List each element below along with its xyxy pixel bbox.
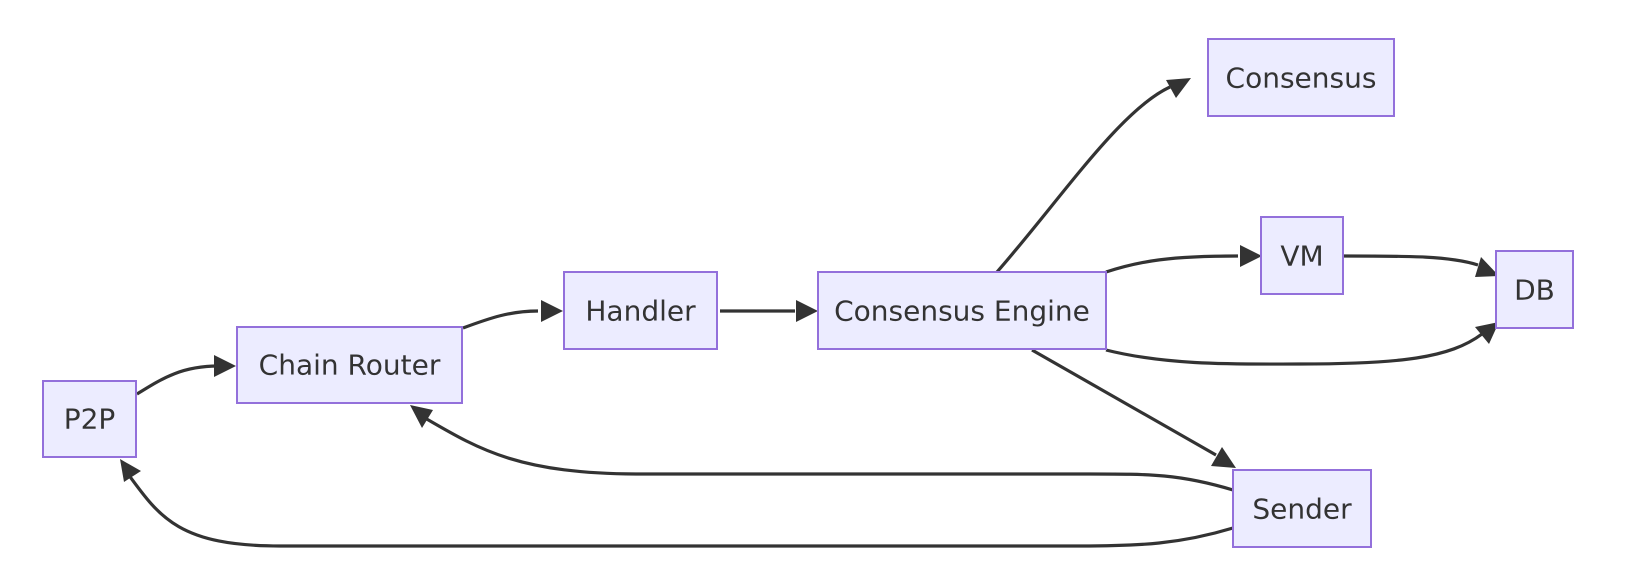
node-consensus-engine[interactable]: Consensus Engine	[817, 271, 1107, 350]
edge-consensus-engine-to-sender	[1031, 348, 1236, 468]
node-db[interactable]: DB	[1495, 250, 1574, 329]
node-sender[interactable]: Sender	[1232, 469, 1372, 548]
arrowhead	[1166, 78, 1191, 98]
node-consensus[interactable]: Consensus	[1207, 38, 1395, 117]
node-p2p[interactable]: P2P	[42, 380, 137, 458]
edge-chain-router-to-handler	[462, 300, 563, 330]
node-label: Handler	[585, 295, 696, 328]
arrowhead	[1211, 447, 1236, 468]
arrowhead	[796, 300, 818, 322]
node-handler[interactable]: Handler	[563, 271, 718, 350]
edge-vm-to-db	[1343, 254, 1499, 277]
node-label: Chain Router	[259, 349, 441, 382]
arrowhead	[120, 459, 141, 482]
node-label: Sender	[1252, 493, 1352, 526]
edge-consensus-engine-to-db	[1105, 322, 1499, 366]
edge-sender-to-chain-router	[410, 405, 1234, 492]
edge-consensus-engine-to-vm	[1105, 245, 1262, 274]
node-label: Consensus	[1226, 62, 1377, 95]
arrowhead	[214, 355, 236, 377]
node-label: Consensus Engine	[834, 295, 1090, 328]
node-chain-router[interactable]: Chain Router	[236, 326, 463, 404]
node-label: VM	[1280, 240, 1323, 273]
arrowhead	[1475, 322, 1499, 344]
node-vm[interactable]: VM	[1260, 216, 1344, 295]
arrowhead	[1240, 245, 1262, 267]
edge-consensus-engine-to-consensus	[995, 78, 1191, 274]
node-label: DB	[1514, 274, 1555, 307]
arrowhead	[1475, 257, 1499, 277]
edge-handler-to-consensus-engine	[720, 300, 818, 322]
arrowhead	[541, 300, 563, 322]
arrowhead	[410, 405, 433, 428]
edge-sender-to-p2p	[120, 459, 1234, 548]
edge-p2p-to-chain-router	[136, 355, 236, 396]
node-label: P2P	[64, 403, 116, 436]
